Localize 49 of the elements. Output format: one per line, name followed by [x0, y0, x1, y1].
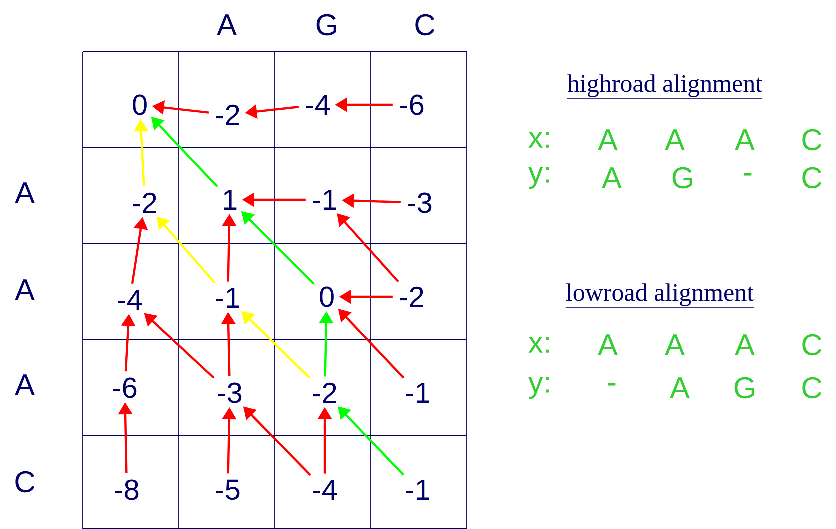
sequence-letter: G [316, 14, 336, 36]
score-value: -2 [313, 382, 336, 404]
score-value: -1 [216, 288, 240, 308]
score-value: -1 [406, 383, 430, 403]
score-value: -2 [133, 192, 156, 214]
score-value: 0 [320, 286, 334, 308]
score-value: 0 [133, 94, 147, 116]
score-value: -1 [313, 190, 336, 210]
alignment-symbol: A [735, 130, 755, 150]
score-value: -2 [400, 286, 424, 308]
score-value: -6 [400, 94, 424, 116]
alignment-symbol: C [802, 129, 822, 151]
alignment-symbol: A [665, 334, 685, 356]
alignment-symbol: x: [528, 337, 549, 353]
alignment-symbol: y: [528, 166, 549, 190]
score-value: -5 [216, 480, 240, 500]
alignment-symbol: A [735, 334, 755, 356]
sequence-letter: C [16, 471, 35, 493]
alignment-symbol: C [802, 167, 822, 189]
alignment-symbol: G [672, 167, 692, 189]
score-value: -4 [118, 290, 142, 310]
sequence-letter: A [15, 374, 35, 396]
sequence-letter: A [15, 280, 35, 300]
score-value: -4 [306, 95, 330, 115]
alignment-symbol: G [734, 377, 754, 399]
alignment-heading: highroad alignment [567, 74, 763, 99]
alignment-symbol: A [665, 130, 685, 150]
score-value: -2 [216, 104, 240, 126]
score-value: -4 [313, 480, 338, 500]
alignment-symbol: A [598, 130, 618, 150]
score-value: -3 [218, 382, 242, 404]
alignment-symbol: x: [528, 132, 549, 148]
score-value: -6 [113, 378, 137, 398]
score-value: -3 [408, 192, 432, 214]
alignment-symbol: A [670, 378, 690, 398]
score-value: 1 [224, 190, 237, 210]
score-value: -1 [406, 480, 430, 500]
alignment-symbol: C [802, 334, 822, 356]
alignment-heading: lowroad alignment [566, 284, 754, 308]
sequence-letter: C [416, 14, 435, 36]
alignment-symbol: A [602, 168, 622, 188]
alignment-symbol: - [608, 383, 616, 386]
alignment-symbol: C [802, 377, 822, 399]
sequence-letter: A [217, 14, 237, 36]
sequence-letter: A [15, 182, 35, 204]
alignment-symbol: y: [528, 376, 549, 400]
score-value: -8 [115, 480, 139, 500]
alignment-symbol: - [744, 173, 752, 176]
alignment-symbol: A [598, 334, 618, 356]
